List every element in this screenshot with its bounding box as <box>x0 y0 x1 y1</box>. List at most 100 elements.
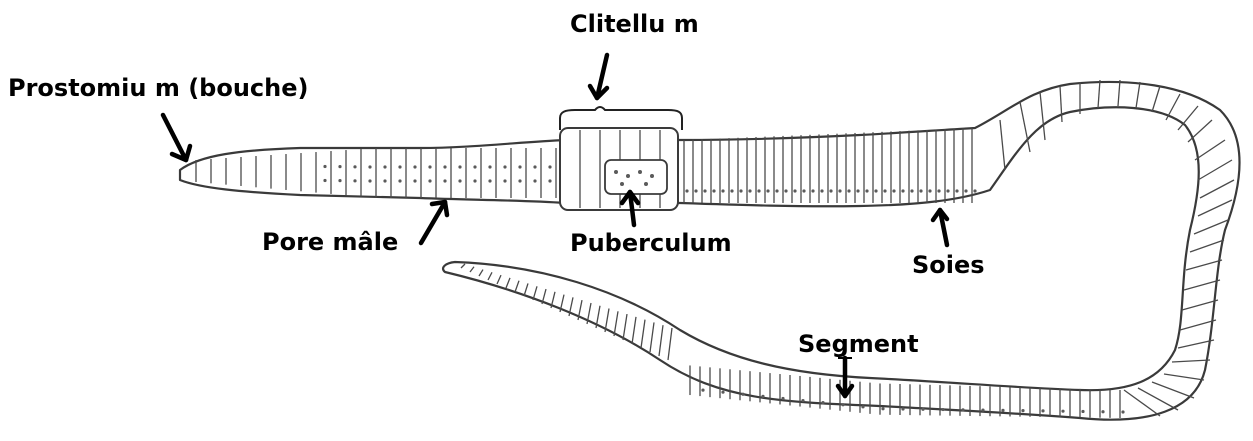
seta-dot <box>919 189 922 192</box>
seta-dot <box>518 165 521 168</box>
seta-dot <box>721 189 724 192</box>
seta-dot <box>338 179 341 182</box>
seta-dot <box>353 179 356 182</box>
seta-dot <box>946 189 949 192</box>
puberculum-dot <box>638 170 642 174</box>
seta-dot <box>801 399 804 402</box>
seta-dot <box>881 407 884 410</box>
seta-dot <box>784 189 787 192</box>
seta-dot <box>518 179 521 182</box>
prostomium-arrow <box>163 115 190 160</box>
seta-dot <box>1121 410 1124 413</box>
seta-dot <box>739 189 742 192</box>
seta-dot <box>892 189 895 192</box>
seta-dot <box>883 189 886 192</box>
puberculum-dot <box>626 174 630 178</box>
seta-dot <box>973 189 976 192</box>
seta-dot <box>838 189 841 192</box>
seta-dot <box>398 165 401 168</box>
seta-dot <box>721 391 724 394</box>
seta-dot <box>323 179 326 182</box>
seta-dot <box>458 165 461 168</box>
seta-dot <box>488 179 491 182</box>
seta-dot <box>741 393 744 396</box>
seta-dot <box>428 179 431 182</box>
seta-dot <box>413 179 416 182</box>
seta-dot <box>793 189 796 192</box>
seta-dot <box>921 408 924 411</box>
seta-dot <box>748 189 751 192</box>
seta-dot <box>473 165 476 168</box>
seta-dot <box>841 403 844 406</box>
seta-dot <box>353 165 356 168</box>
seta-dot <box>937 189 940 192</box>
seta-dot <box>703 189 706 192</box>
seta-dot <box>368 179 371 182</box>
seta-dot <box>323 165 326 168</box>
puberculum-dot <box>644 182 648 186</box>
seta-dot <box>443 165 446 168</box>
seta-dot <box>701 388 704 391</box>
seta-dot <box>338 165 341 168</box>
seta-dot <box>413 165 416 168</box>
seta-dot <box>821 401 824 404</box>
soies-arrow <box>933 210 947 245</box>
seta-dot <box>694 189 697 192</box>
seta-dot <box>533 165 536 168</box>
seta-dot <box>1041 409 1044 412</box>
seta-dot <box>847 189 850 192</box>
seta-dot <box>874 189 877 192</box>
seta-dot <box>964 189 967 192</box>
seta-dot <box>1101 410 1104 413</box>
seta-dot <box>811 189 814 192</box>
label-soies: Soies <box>912 251 985 279</box>
puberculum-dot <box>650 174 654 178</box>
label-puberculum: Puberculum <box>570 229 732 257</box>
seta-dot <box>829 189 832 192</box>
label-prostomium: Prostomiu m (bouche) <box>8 74 308 102</box>
seta-dot <box>1021 409 1024 412</box>
seta-dot <box>548 165 551 168</box>
seta-dot <box>533 179 536 182</box>
seta-dot <box>955 189 958 192</box>
seta-dot <box>548 179 551 182</box>
clitellum-brace <box>560 107 682 130</box>
puberculum-region <box>605 160 667 194</box>
seta-dot <box>730 189 733 192</box>
seta-dot <box>473 179 476 182</box>
label-segment: Segment <box>798 330 919 358</box>
label-pore-male: Pore mâle <box>262 228 398 256</box>
seta-dot <box>928 189 931 192</box>
seta-dot <box>757 189 760 192</box>
seta-dot <box>781 397 784 400</box>
seta-dot <box>503 165 506 168</box>
seta-dot <box>901 189 904 192</box>
seta-dot <box>428 165 431 168</box>
seta-dot <box>910 189 913 192</box>
puberculum-dot <box>620 182 624 186</box>
seta-dot <box>941 408 944 411</box>
seta-dot <box>865 189 868 192</box>
seta-dot <box>981 408 984 411</box>
label-clitellum: Clitellu m <box>570 10 699 38</box>
seta-dot <box>961 408 964 411</box>
seta-dot <box>685 189 688 192</box>
seta-dot <box>458 179 461 182</box>
clitellum-arrow <box>590 55 607 98</box>
pore-male-arrow <box>421 202 447 243</box>
seta-dot <box>820 189 823 192</box>
seta-dot <box>861 405 864 408</box>
seta-dot <box>488 165 491 168</box>
seta-dot <box>398 179 401 182</box>
seta-dot <box>368 165 371 168</box>
seta-dot <box>383 179 386 182</box>
seta-dot <box>802 189 805 192</box>
seta-dot <box>503 179 506 182</box>
seta-dot <box>766 189 769 192</box>
seta-dot <box>856 189 859 192</box>
seta-dot <box>712 189 715 192</box>
seta-dot <box>761 395 764 398</box>
seta-dot <box>901 407 904 410</box>
seta-dot <box>1081 410 1084 413</box>
